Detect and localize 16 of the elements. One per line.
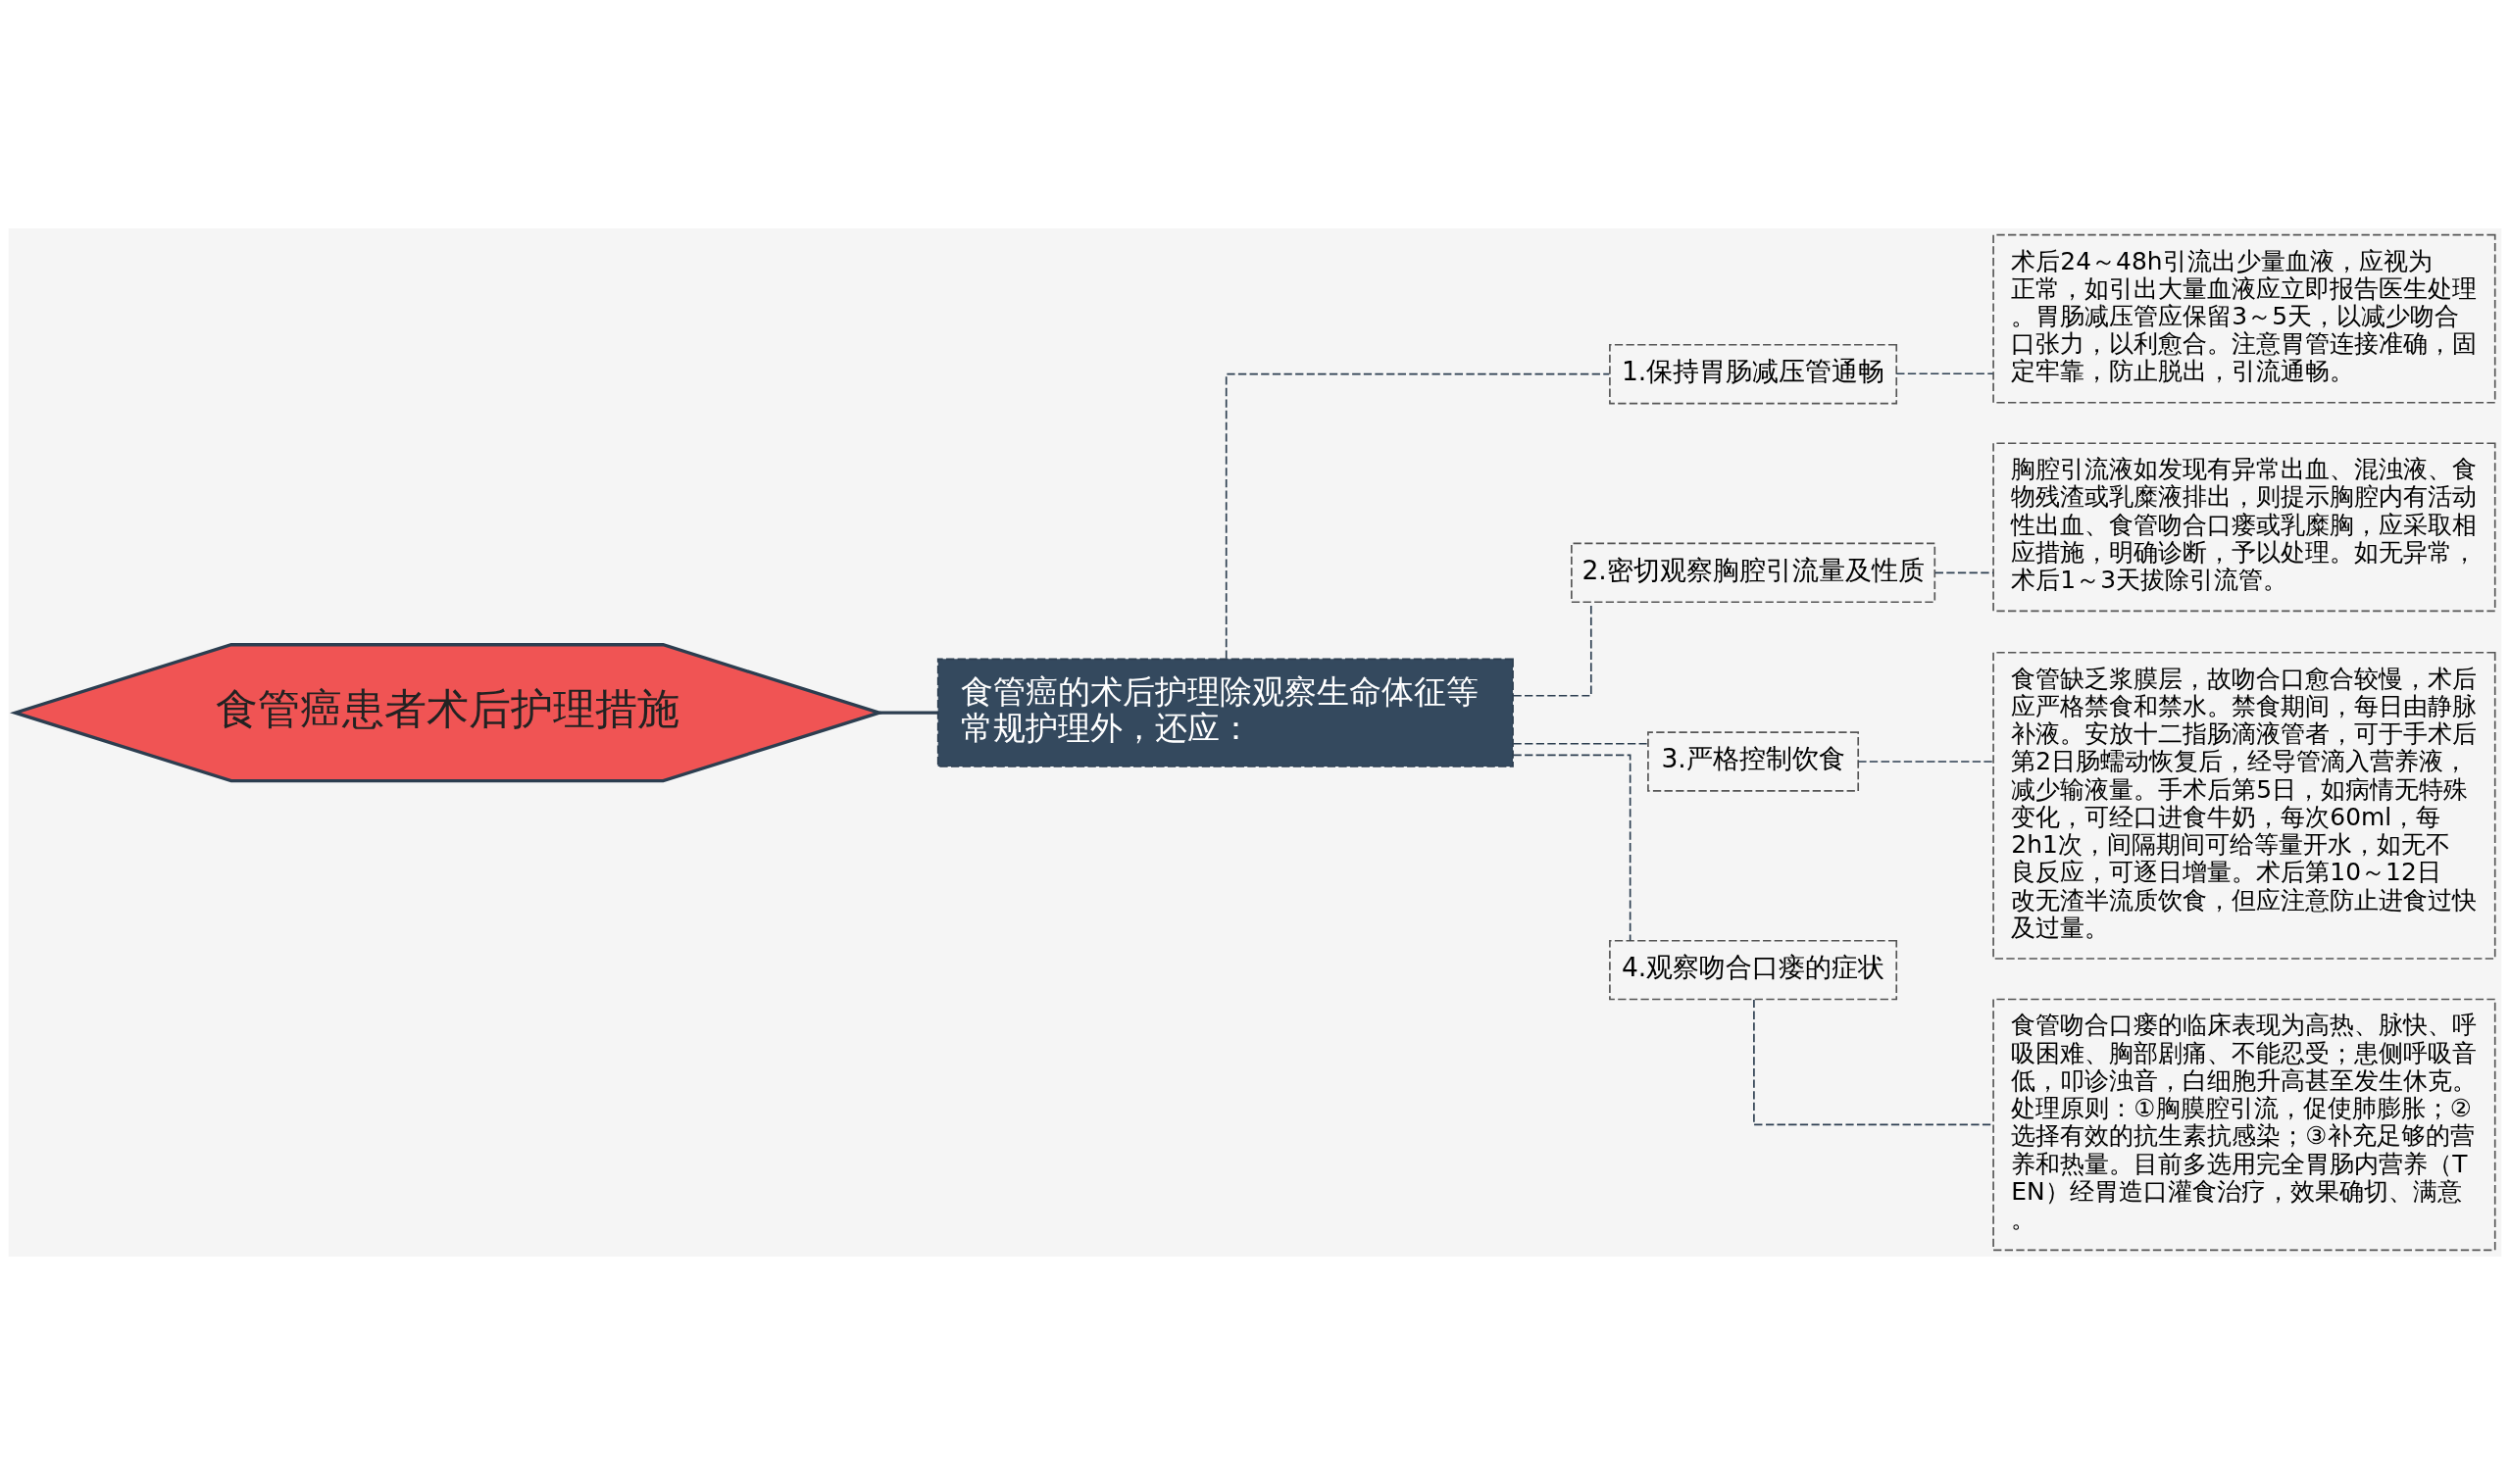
node-box: 2.密切观察胸腔引流量及性质 [1571,542,1936,603]
connector [879,711,938,715]
node-box: 食管癌的术后护理除观察生命体征等常规护理外，还应： [936,658,1514,767]
connector [1512,754,1632,941]
connector [1895,371,1994,374]
connector [1512,742,1649,745]
connector [1857,760,1994,763]
node-box: 胸腔引流液如发现有异常出血、混浊液、食物残渣或乳糜液排出，则提示胸腔内有活动性出血、食管吻合口瘘或乳糜胸，应采取相应措施，明确诊断，予以处理。如无异常，术后1～3天拔除引流管。 [1992,441,2496,612]
node-box: 食管吻合口瘘的临床表现为高热、脉快、呼吸困难、胸部剧痛、不能忍受；患侧呼吸音低，叩诊浊音，白细胞升高甚至发生休克。处理原则：①胸膜腔引流，促使肺膨胀；②选择有效的抗生素抗感染；③补充足够的营养和热量。目前多选用完全胃肠内营养（TEN）经胃造口灌食治疗，效果确切、满意。 [1992,998,2496,1251]
node-box: 3.严格控制饮食 [1647,730,1860,792]
node-box: 食管缺乏浆膜层，故吻合口愈合较慢，术后应严格禁食和禁水。禁食期间，每日由静脉补液。安放十二指肠滴液管者，可于手术后第2日肠蠕动恢复后，经导管滴入营养液，减少输液量。手术后第5日，如病情无特殊变化，可经口进食牛奶，每次60ml，每2h1次，间隔期间可给等量开水，如无不良反应，可逐日增量。术后第10～12日改无渣半流质饮食，但应注意防止进食过快及过量。 [1992,651,2496,960]
node-box: 术后24～48h引流出少量血液，应视为正常，如引出大量血液应立即报告医生处理。胃肠减压管应保留3～5天，以减少吻合口张力，以利愈合。注意胃管连接准确，固定牢靠，防止脱出，引流通畅。 [1992,233,2496,404]
connector [1225,372,1611,659]
node-box: 4.观察吻合口瘘的症状 [1609,939,1898,1000]
connector [1934,571,1994,573]
node-box: 1.保持胃肠减压管通畅 [1609,343,1898,404]
